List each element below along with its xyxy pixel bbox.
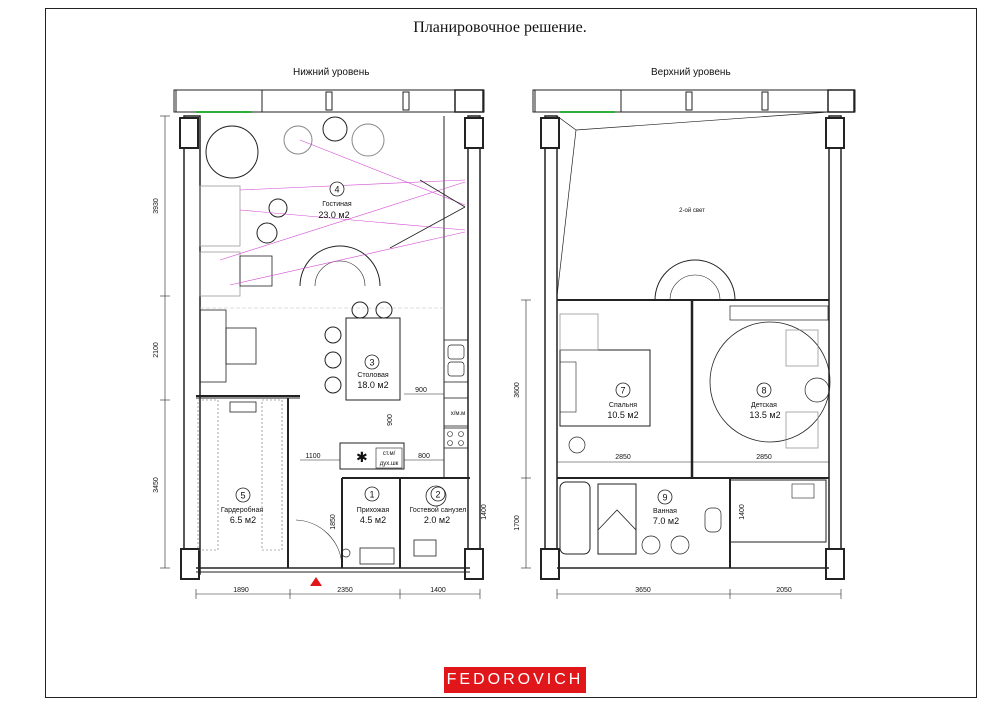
dim-upper-bottom-1: 3650 — [635, 587, 651, 594]
room-1-area: 4.5 м2 — [360, 515, 386, 525]
oven-note-1: ст.м/ — [383, 451, 396, 457]
room-7-area: 10.5 м2 — [607, 410, 638, 420]
lower-level-title: Нижний уровень — [293, 67, 370, 78]
dim-lower-left-3: 3450 — [153, 477, 160, 493]
brand-logo: FEDOROVICH — [444, 667, 586, 693]
room-7-name: Спальня — [609, 402, 637, 409]
upper-level-title: Верхний уровень — [651, 67, 731, 78]
dim-inner-900a: 900 — [415, 387, 427, 394]
dim-lower-left-2: 2100 — [153, 342, 160, 358]
dim-upper-inner-1: 2850 — [615, 454, 631, 461]
entrance-marker-icon — [310, 577, 322, 586]
dimension-lines — [160, 115, 842, 599]
room-8-number: 8 — [761, 386, 766, 396]
room-9-number: 9 — [662, 493, 667, 503]
room-5-name: Гардеробная — [221, 506, 264, 514]
dim-inner-900b: 900 — [387, 414, 394, 426]
dim-lower-bottom-2: 2350 — [337, 587, 353, 594]
dim-lower-left-1: 3930 — [153, 198, 160, 214]
room-2-name: Гостевой санузел — [410, 506, 467, 514]
oven-note-2: дух.шк — [380, 461, 399, 467]
room-2-area: 2.0 м2 — [424, 515, 450, 525]
dim-lower-bottom-1: 1890 — [233, 587, 249, 594]
dim-inner-800: 800 — [418, 453, 430, 460]
room-4-number: 4 — [334, 185, 339, 195]
dim-lower-bottom-3: 1400 — [430, 587, 446, 594]
room-1-number: 1 — [369, 490, 374, 500]
dim-inner-1400: 1400 — [481, 504, 488, 520]
room-1-name: Прихожая — [357, 507, 390, 514]
room-4-area: 23.0 м2 — [318, 210, 349, 220]
dim-upper-bottom-2: 2050 — [776, 587, 792, 594]
upper-plan — [532, 89, 856, 580]
room-5-number: 5 — [240, 491, 245, 501]
room-9-area: 7.0 м2 — [653, 516, 679, 526]
hood-fan-icon: ✱ — [356, 449, 368, 465]
dim-upper-left-1: 3600 — [514, 382, 521, 398]
room-5-area: 6.5 м2 — [230, 515, 256, 525]
room-3-name: Столовая — [357, 372, 389, 379]
dim-upper-left-2: 1700 — [514, 515, 521, 531]
room-8-name: Детская — [751, 402, 777, 409]
fridge-note: х/м.м — [451, 411, 466, 417]
dim-inner-1850: 1850 — [330, 514, 337, 530]
sheet-frame — [45, 8, 977, 698]
room-4-name: Гостиная — [322, 201, 352, 208]
room-9-name: Ванная — [653, 508, 677, 515]
room-7-number: 7 — [620, 386, 625, 396]
sheet-title: Планировочное решение. — [413, 19, 587, 36]
dim-inner-1100: 1100 — [305, 453, 320, 460]
room-3-number: 3 — [369, 358, 374, 368]
room-8-area: 13.5 м2 — [749, 410, 780, 420]
dim-upper-inner-2: 2850 — [756, 454, 772, 461]
lower-plan — [173, 89, 485, 580]
second-light-note: 2-ой свет — [679, 207, 705, 214]
room-3-area: 18.0 м2 — [357, 380, 388, 390]
dim-upper-inner-3: 1400 — [739, 504, 746, 520]
room-2-number: 2 — [435, 490, 440, 500]
